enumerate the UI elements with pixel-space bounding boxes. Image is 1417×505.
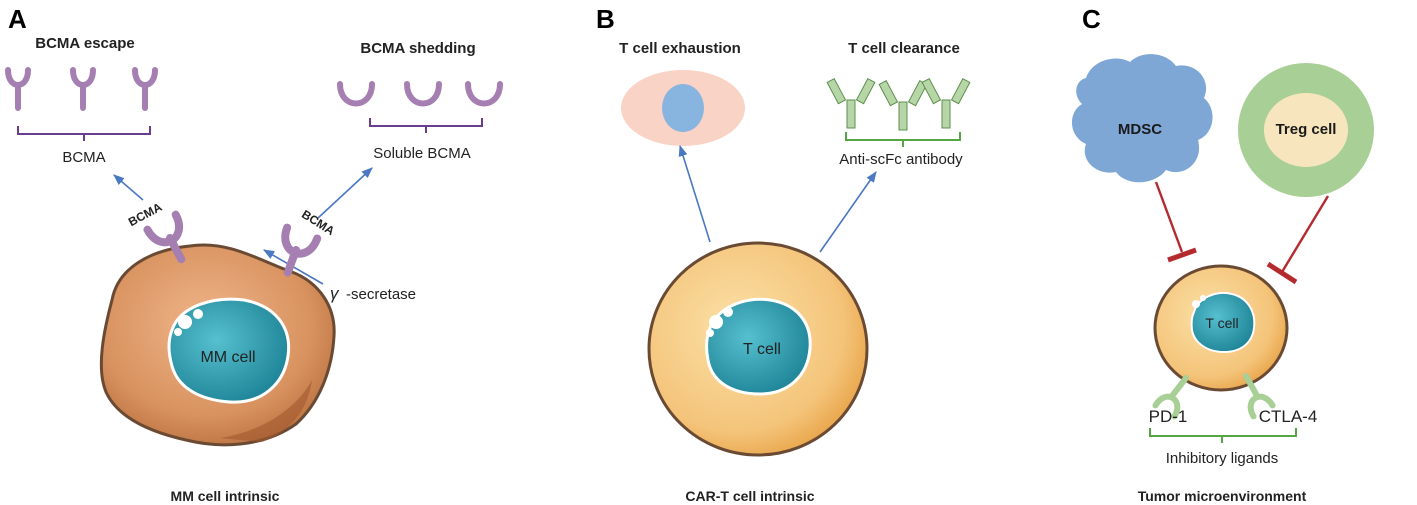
soluble-bcma-bracket [369,118,483,133]
membrane-bcma-receptor-icon [281,223,322,277]
ligands-label: Inhibitory ligands [1166,450,1279,467]
bcma-receptor-icon [8,70,28,108]
treg-inhibition-icon [1266,195,1330,285]
exhaustion-title: T cell exhaustion [619,40,741,57]
car-t-cell-label: T cell [743,341,781,358]
membrane-bcma-receptor-icon [143,210,186,264]
treg-cell-inner [1264,93,1348,167]
escape-arrow [113,174,144,201]
vesicle-icon [193,309,203,319]
bcma-escape-title: BCMA escape [35,35,134,52]
soluble-bcma-icon [340,84,372,104]
vesicle-icon [178,315,192,329]
panel-a-letter: A [8,4,27,34]
antibody-icon [921,78,971,129]
treg-label: Treg cell [1276,121,1337,138]
vesicle-icon [709,315,723,329]
car-t-nucleus [705,297,812,396]
clearance-arrow [819,171,877,253]
bcma-bracket [17,126,151,141]
antibody-icon [878,80,928,131]
soluble-bcma-label: Soluble BCMA [373,145,471,162]
panel-a-footer: MM cell intrinsic [171,488,280,504]
panel-c-footer: Tumor microenvironment [1138,488,1307,504]
vesicle-icon [174,328,182,336]
panel-a: A BCMA escape BCMA shedding BCMA Soluble… [8,4,500,504]
vesicle-icon [706,329,714,337]
mm-cell-shade [220,380,312,442]
antibody-bracket [845,132,961,147]
exhausted-nucleus [662,84,704,132]
panel-b-letter: B [596,4,615,34]
vesicle-icon [1200,295,1206,301]
bcma-label: BCMA [62,149,105,166]
mm-nucleus [167,297,291,404]
mdsc-cell [1071,54,1213,183]
mdsc-inhibition-icon [1154,181,1197,263]
antibody-icon [826,78,876,129]
shedding-arrow [317,167,373,219]
pd1-receptor-icon [1152,375,1189,420]
tme-t-nucleus [1190,292,1256,354]
bcma-shedding-title: BCMA shedding [360,40,475,57]
panel-c: C MDSC Treg cell T cell PD-1 CTLA-4 [1071,4,1374,504]
secretase-label: -secretase [346,286,416,303]
mdsc-label: MDSC [1118,121,1162,138]
soluble-bcma-icon [468,84,500,104]
receptor-label-right: BCMA [299,207,337,238]
exhaustion-arrow [678,144,711,243]
soluble-bcma-icon [407,84,439,104]
panel-c-letter: C [1082,4,1101,34]
panel-b-footer: CAR-T cell intrinsic [685,488,814,504]
ligands-bracket [1149,428,1297,443]
bcma-receptor-icon [135,70,155,108]
pd1-label: PD-1 [1149,407,1188,426]
gamma-symbol: γ [330,284,340,303]
receptor-label-left: BCMA [126,200,165,229]
mm-cell-label: MM cell [200,349,255,366]
vesicle-icon [1192,300,1200,308]
ctla4-receptor-icon [1243,373,1276,420]
panel-b: B T cell exhaustion T cell clearance Ant… [596,4,971,504]
vesicle-icon [723,307,733,317]
bcma-receptor-icon [73,70,93,108]
tme-t-cell-label: T cell [1205,315,1238,331]
ctla4-label: CTLA-4 [1259,407,1318,426]
antibody-label: Anti-scFc antibody [839,151,963,168]
clearance-title: T cell clearance [848,40,960,57]
